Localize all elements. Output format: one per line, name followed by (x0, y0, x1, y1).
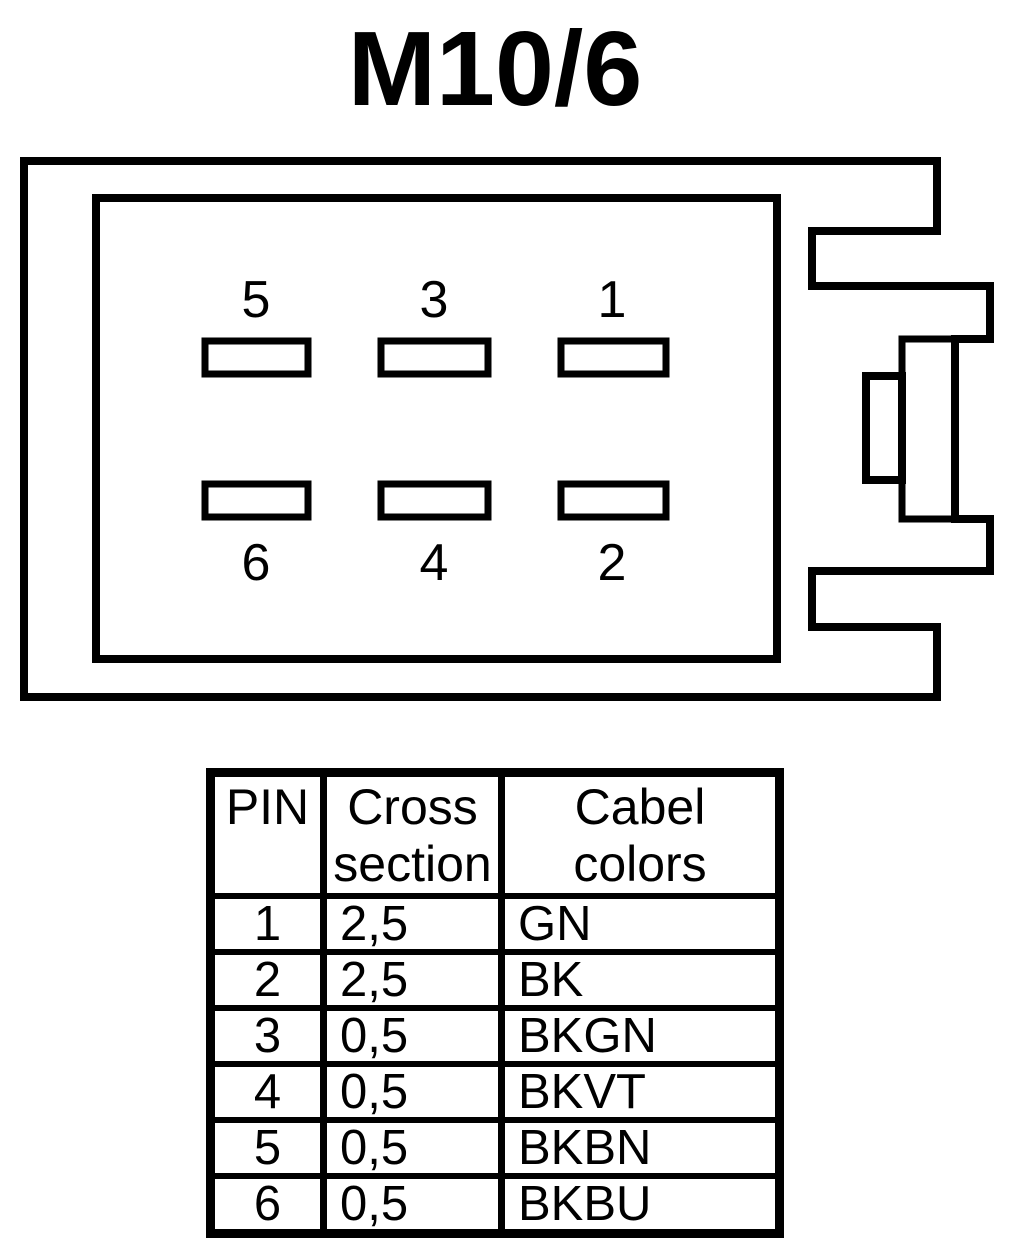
pin-slot-6 (201, 480, 312, 521)
pin-slot-1 (557, 337, 670, 378)
pin-cell: 6 (207, 1173, 327, 1237)
header-cell-pin: PIN (207, 769, 327, 899)
header-colors-line2: colors (573, 836, 707, 892)
pin-label-4: 4 (420, 534, 449, 592)
pin-label-5: 5 (242, 271, 271, 329)
table-row: 4 0,5 BKVT (207, 1061, 783, 1123)
pin-label-2: 2 (598, 534, 627, 592)
header-cross-line2: section (333, 836, 492, 892)
connector-housing-outline (20, 157, 994, 701)
pin-label-6: 6 (242, 534, 271, 592)
pin-cell: 4 (207, 1061, 327, 1123)
header-colors-line1: Cabel (574, 779, 706, 835)
pin-cell: 5 (207, 1117, 327, 1179)
cross-section-cell: 0,5 (320, 1117, 505, 1179)
pin-slot-4 (377, 480, 492, 521)
table-row: 5 0,5 BKBN (207, 1117, 783, 1179)
cross-section-cell: 2,5 (320, 893, 505, 955)
header-cell-cabel-colors: Cabel colors (498, 769, 783, 899)
table-row: 2 2,5 BK (207, 949, 783, 1011)
header-cell-cross-section: Cross section (320, 769, 505, 899)
pin-cell: 2 (207, 949, 327, 1011)
cross-section-cell: 0,5 (320, 1005, 505, 1067)
cross-section-cell: 0,5 (320, 1173, 505, 1237)
cross-section-cell: 2,5 (320, 949, 505, 1011)
cable-color-cell: BKBN (498, 1117, 783, 1179)
cable-color-cell: GN (498, 893, 783, 955)
cable-color-cell: BK (498, 949, 783, 1011)
pin-cell: 3 (207, 1005, 327, 1067)
cable-color-cell: BKBU (498, 1173, 783, 1237)
side-lock-tab-outline (898, 335, 959, 523)
header-pin-line1: PIN (225, 779, 310, 835)
connector-face-outline (92, 194, 781, 663)
pin-slot-3 (377, 337, 492, 378)
table-row: 6 0,5 BKBU (207, 1173, 783, 1237)
table-header-row: PIN Cross section Cabel colors (207, 769, 783, 899)
connector-diagram: 5 3 1 6 4 2 (20, 157, 994, 701)
cross-section-cell: 0,5 (320, 1061, 505, 1123)
header-pin-line2 (218, 836, 317, 890)
pin-label-3: 3 (420, 271, 449, 329)
pin-slot-5 (201, 337, 312, 378)
cable-color-cell: BKVT (498, 1061, 783, 1123)
header-cross-line1: Cross (347, 779, 478, 835)
pin-slot-2 (557, 480, 670, 521)
side-lock-slot-outline (862, 372, 906, 484)
pin-cell: 1 (207, 893, 327, 955)
pin-assignment-table: PIN Cross section Cabel colors 1 2,5 GN (206, 768, 784, 1238)
table-row: 1 2,5 GN (207, 893, 783, 955)
cable-color-cell: BKGN (498, 1005, 783, 1067)
pin-label-1: 1 (598, 271, 627, 329)
table-row: 3 0,5 BKGN (207, 1005, 783, 1067)
connector-title: M10/6 (347, 10, 643, 128)
